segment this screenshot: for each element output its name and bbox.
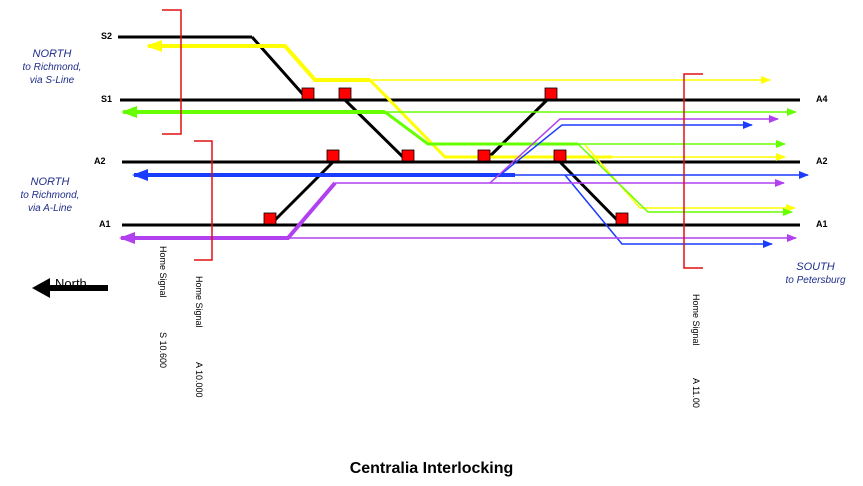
- track-label-a1-right: A1: [816, 219, 828, 229]
- home-signal-s-bracket: [162, 9, 182, 135]
- track-label-a4: A4: [816, 94, 828, 104]
- home-signal-s-name: Home Signal: [158, 246, 168, 298]
- green-route-a1-east: [577, 143, 793, 216]
- switch-marker: [477, 149, 491, 162]
- home-signal-a10-bracket: [194, 140, 213, 261]
- direction-north-a-line: NORTH to Richmond, via A-Line: [0, 176, 100, 215]
- switch-marker: [263, 212, 277, 225]
- home-signal-s-id: S 10.600: [158, 332, 168, 369]
- direction-north-s-line-1: NORTH: [32, 48, 72, 60]
- switch-markers: [263, 87, 629, 225]
- home-signal-a10-name: Home Signal: [194, 276, 204, 328]
- direction-north-a-line-1: NORTH: [30, 176, 70, 188]
- switch-marker: [401, 149, 415, 162]
- purple-routes: [119, 115, 797, 244]
- yellow-route-a1-east: [584, 144, 796, 212]
- direction-south: SOUTH to Petersburg: [768, 261, 863, 287]
- direction-south-2: to Petersburg: [785, 275, 846, 286]
- yellow-routes: [146, 40, 796, 212]
- north-arrow-icon: [32, 278, 108, 298]
- blue-route-a1-east: [564, 174, 773, 248]
- switch-marker: [615, 212, 629, 225]
- green-routes: [121, 106, 797, 216]
- crossover-a2-s1: [482, 98, 549, 164]
- yellow-route-north: [146, 40, 370, 82]
- switch-marker: [544, 87, 558, 100]
- switch-marker: [326, 149, 340, 162]
- direction-north-a-line-2: to Richmond,: [20, 190, 80, 201]
- blue-routes: [132, 121, 809, 248]
- switch-marker: [338, 87, 352, 100]
- home-signal-a11-bracket: [683, 73, 703, 269]
- track-label-s2: S2: [101, 31, 113, 41]
- direction-north-s-line: NORTH to Richmond, via S-Line: [2, 48, 102, 87]
- north-arrow-label: North: [55, 276, 87, 291]
- crossover-a2-a1: [558, 160, 624, 227]
- direction-north-s-line-3: via S-Line: [29, 75, 75, 86]
- blue-route-s1-east: [499, 121, 753, 176]
- track-label-a2-left: A2: [94, 156, 106, 166]
- direction-south-1: SOUTH: [796, 261, 835, 273]
- switch-marker: [301, 87, 315, 100]
- direction-north-a-line-3: via A-Line: [27, 203, 73, 214]
- home-signal-a10-id: A 10.000: [194, 362, 204, 398]
- home-signal-brackets: [162, 9, 703, 269]
- tracks: [118, 35, 800, 227]
- track-label-a1-left: A1: [99, 219, 111, 229]
- track-label-a2-right: A2: [816, 156, 828, 166]
- diagram-title: Centralia Interlocking: [349, 460, 514, 477]
- direction-north-s-line-2: to Richmond,: [22, 62, 82, 73]
- switch-marker: [553, 149, 567, 162]
- home-signal-a11-name: Home Signal: [691, 294, 701, 346]
- track-label-s1: S1: [101, 94, 113, 104]
- green-route-a2: [384, 110, 578, 146]
- purple-route-s1-east: [489, 115, 779, 184]
- home-signal-a11-id: A 11.00: [691, 378, 701, 408]
- crossover-a1-a2: [268, 160, 335, 227]
